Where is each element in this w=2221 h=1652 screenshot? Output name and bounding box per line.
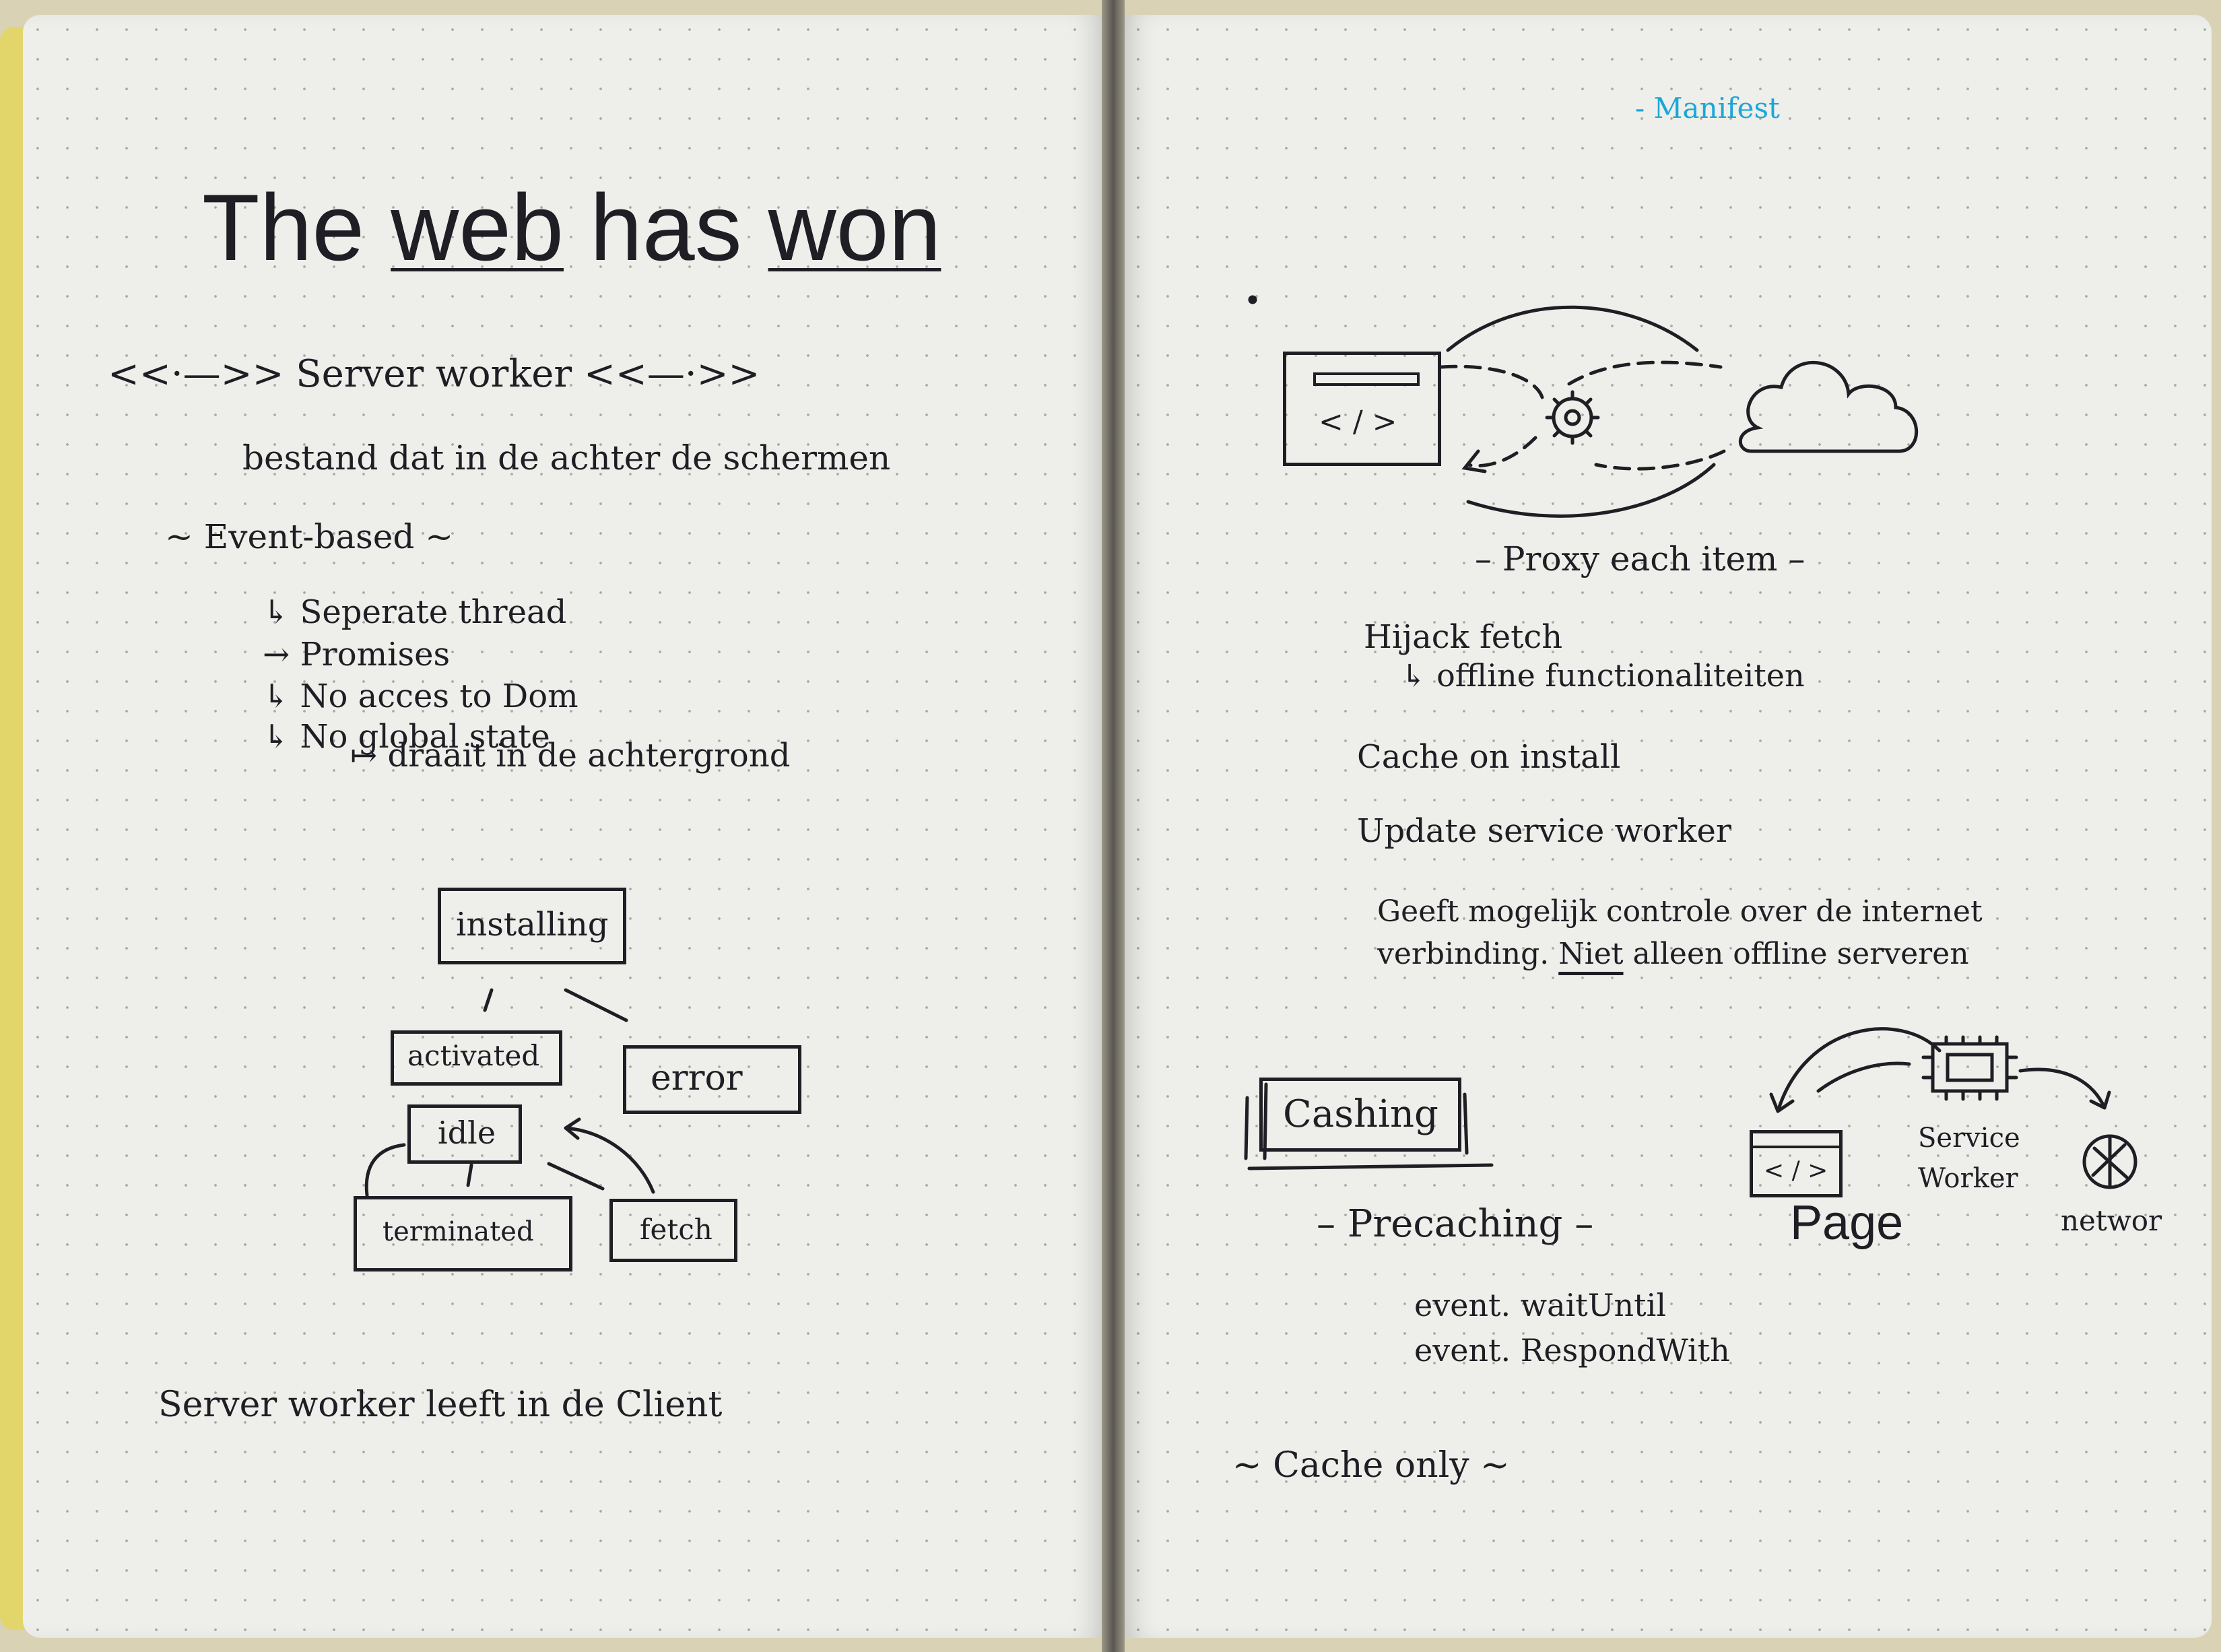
browser-window-icon: < / > <box>1283 352 1441 466</box>
service-worker-label-1: Service <box>1918 1123 2020 1154</box>
page-title: The web has won <box>202 174 941 280</box>
address-bar-icon <box>1313 372 1420 386</box>
error-box: error <box>623 1045 801 1114</box>
control-line-2: verbinding. Niet alleen offline serveren <box>1377 937 1969 971</box>
page-icon-bar <box>1753 1146 1839 1148</box>
proxy-caption: – Proxy each item – <box>1475 539 1805 579</box>
sub-bullet: ↦ draait in de achtergrond <box>350 737 791 774</box>
page-icon: < / > <box>1750 1130 1843 1197</box>
installing-box: installing <box>438 888 626 964</box>
cashing-box: Cashing <box>1259 1078 1461 1152</box>
error-label: error <box>651 1058 743 1098</box>
cache-on-install: Cache on install <box>1357 738 1621 776</box>
manifest-note: - Manifest <box>1635 92 1780 125</box>
activated-box: activated <box>391 1030 562 1086</box>
installing-label: installing <box>456 906 609 944</box>
right-notebook-page <box>1123 15 2212 1638</box>
terminated-box: terminated <box>354 1196 572 1271</box>
cache-only-heading: ~ Cache only ~ <box>1232 1445 1510 1486</box>
network-label: networ <box>2061 1204 2162 1237</box>
left-notebook-page <box>23 15 1103 1638</box>
activated-label: activated <box>407 1039 540 1072</box>
code-icon: < / > <box>1319 405 1397 439</box>
offline-functionality: ↳ offline functionaliteiten <box>1401 657 1805 694</box>
control-line-1: Geeft mogelijk controle over de internet <box>1377 894 1983 929</box>
update-service-worker: Update service worker <box>1357 812 1731 850</box>
terminated-label: terminated <box>383 1216 534 1247</box>
bullet-item: → Promises <box>263 636 451 673</box>
bullet-item: ↳ No global state <box>263 718 550 756</box>
fetch-label: fetch <box>640 1213 712 1246</box>
description-text: bestand dat in de achter de schermen <box>242 438 891 477</box>
wait-until-line: event. waitUntil <box>1414 1287 1667 1323</box>
cashing-label: Cashing <box>1283 1092 1438 1136</box>
idle-box: idle <box>407 1104 522 1164</box>
notebook-gutter <box>1102 0 1125 1652</box>
page-code-icon: < / > <box>1764 1157 1828 1185</box>
bullet-item: ↳ No acces to Dom <box>263 678 578 715</box>
fetch-box: fetch <box>609 1199 737 1262</box>
hijack-fetch: Hijack fetch <box>1364 618 1563 656</box>
yellow-page-edge <box>0 27 27 1630</box>
idle-label: idle <box>438 1115 496 1151</box>
respond-with-line: event. RespondWith <box>1414 1332 1730 1368</box>
precaching-heading: – Precaching – <box>1317 1202 1594 1246</box>
server-worker-heading: <<·—>> Server worker <<—·>> <box>108 352 760 396</box>
service-worker-label-2: Worker <box>1918 1163 2018 1194</box>
page-label: Page <box>1790 1196 1904 1250</box>
event-based-heading: ~ Event-based ~ <box>165 517 454 556</box>
footer-note: Server worker leeft in de Client <box>158 1385 723 1425</box>
bullet-item: ↳ Seperate thread <box>263 593 567 631</box>
